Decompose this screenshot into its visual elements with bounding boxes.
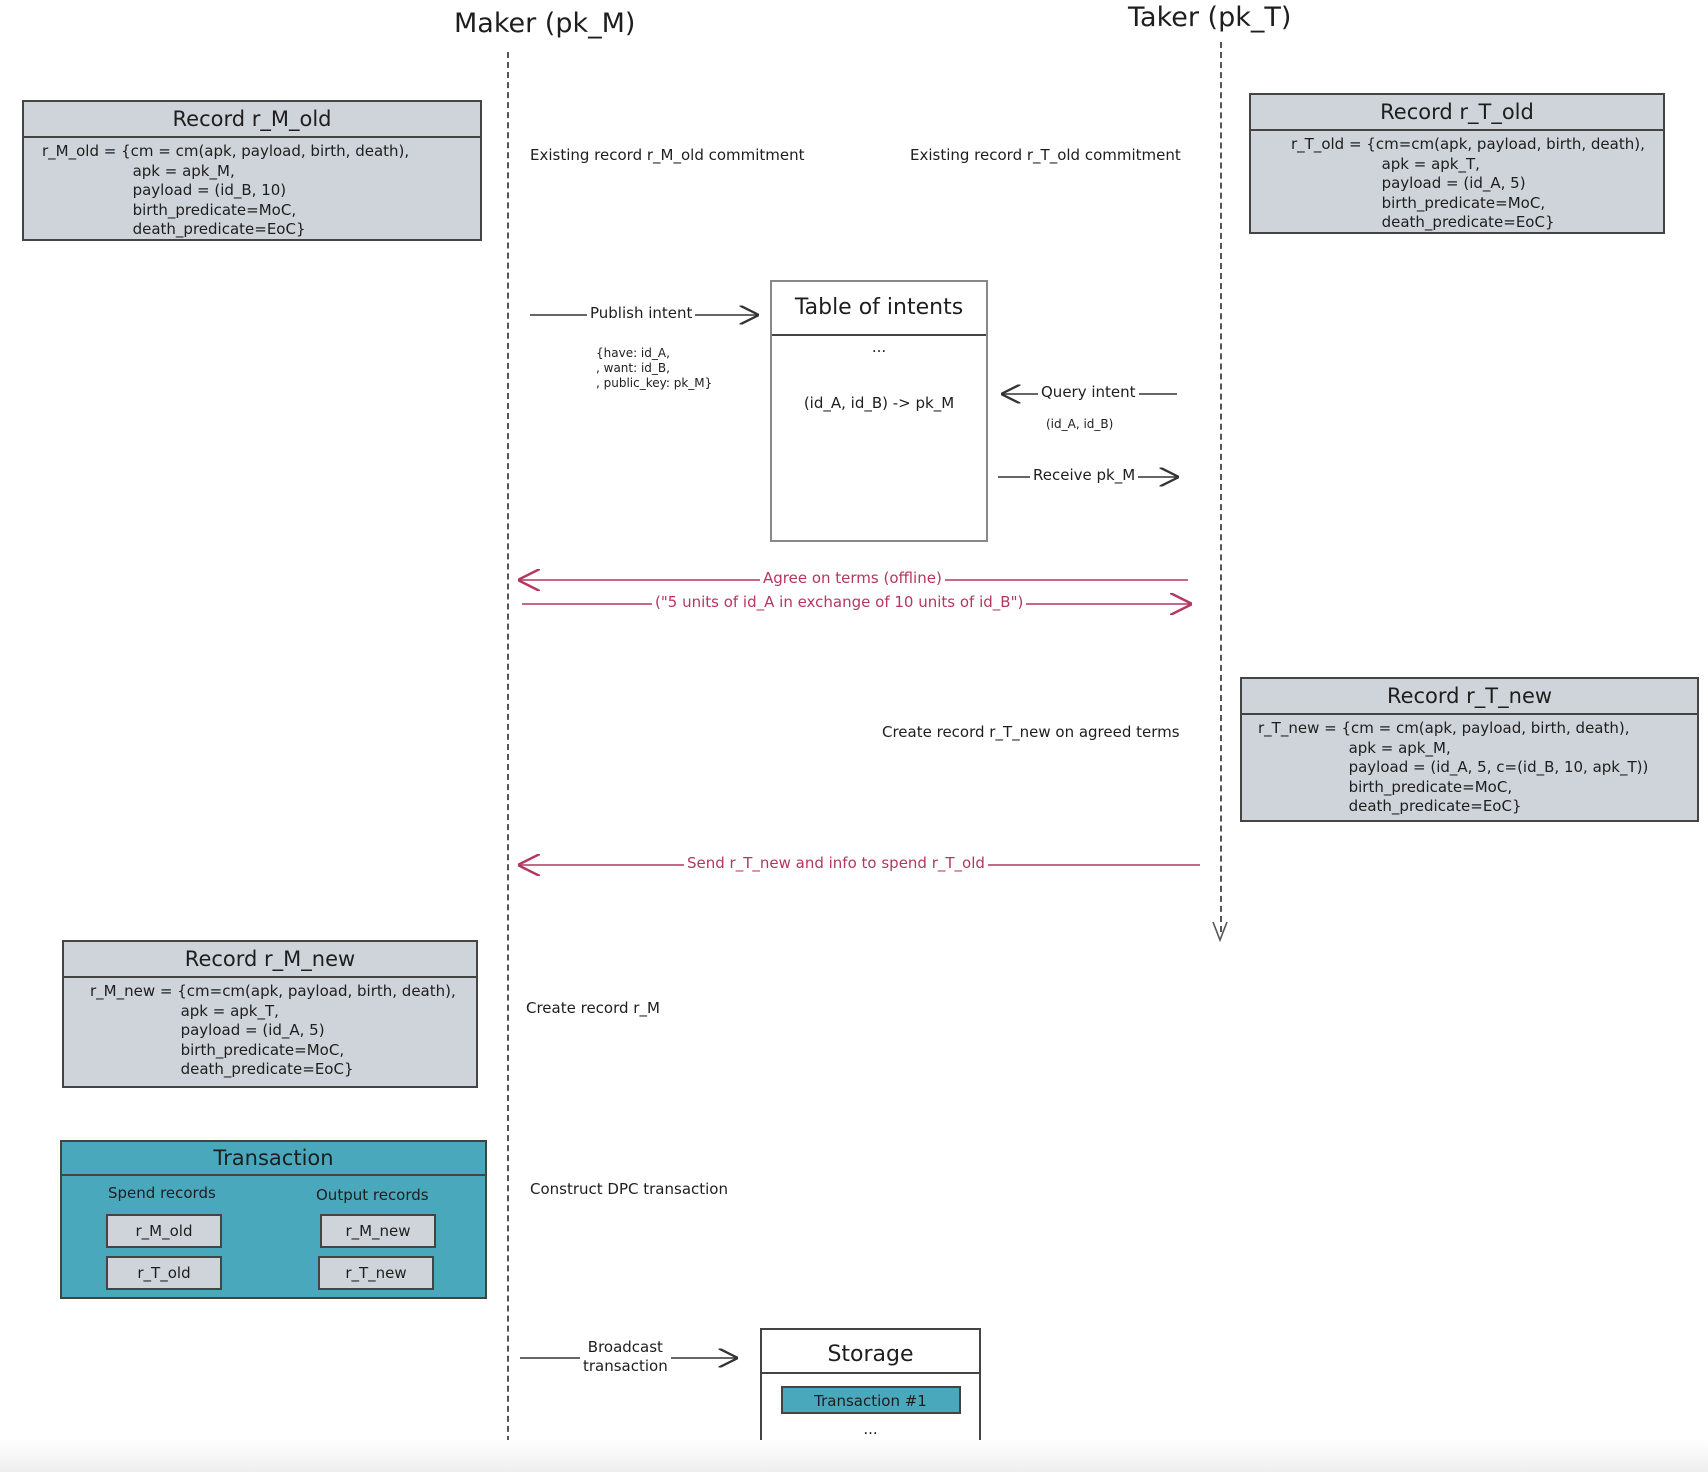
intent-entry: (id_A, id_B) -> pk_M: [803, 394, 955, 412]
output-record-chip: r_M_new: [320, 1214, 436, 1248]
record-r-m-new-box: Record r_M_new r_M_new = {cm=cm(apk, pay…: [62, 940, 478, 1088]
output-record-chip: r_T_new: [318, 1256, 434, 1290]
terms-label: ("5 units of id_A in exchange of 10 unit…: [652, 593, 1027, 611]
taker-lifeline: [1220, 42, 1222, 932]
record-r-t-old-title: Record r_T_old: [1251, 95, 1663, 131]
agree-terms-label: Agree on terms (offline): [760, 569, 945, 587]
construct-tx-note: Construct DPC transaction: [530, 1180, 728, 1198]
record-r-m-old-body: r_M_old = {cm = cm(apk, payload, birth, …: [42, 142, 410, 238]
storage-box: Storage Transaction #1 ...: [760, 1328, 981, 1458]
taker-lifeline-arrowhead: [1212, 921, 1228, 943]
record-r-m-new-title: Record r_M_new: [64, 942, 476, 978]
spend-record-chip: r_T_old: [106, 1256, 222, 1290]
transaction-title: Transaction: [62, 1142, 485, 1176]
record-r-t-new-box: Record r_T_new r_T_new = {cm = cm(apk, p…: [1240, 677, 1699, 822]
create-r-m-note: Create record r_M: [526, 999, 660, 1017]
maker-lifeline: [507, 52, 509, 1472]
record-r-t-new-title: Record r_T_new: [1242, 679, 1697, 715]
record-r-t-new-body: r_T_new = {cm = cm(apk, payload, birth, …: [1258, 719, 1649, 815]
spend-records-header: Spend records: [108, 1184, 216, 1202]
record-r-m-old-title: Record r_M_old: [24, 102, 480, 138]
publish-intent-label: Publish intent: [587, 304, 696, 322]
receive-pk-label: Receive pk_M: [1030, 466, 1139, 484]
storage-title: Storage: [762, 1330, 979, 1374]
maker-existing-note: Existing record r_M_old commitment: [530, 146, 805, 164]
record-r-m-new-body: r_M_new = {cm=cm(apk, payload, birth, de…: [90, 982, 456, 1078]
taker-existing-note: Existing record r_T_old commitment: [910, 146, 1181, 164]
broadcast-label: Broadcast transaction: [580, 1338, 671, 1376]
storage-transaction-item: Transaction #1: [780, 1386, 961, 1414]
create-r-t-new-note: Create record r_T_new on agreed terms: [882, 723, 1180, 741]
record-r-t-old-box: Record r_T_old r_T_old = {cm=cm(apk, pay…: [1249, 93, 1665, 234]
taker-lifeline-title: Taker (pk_T): [1128, 2, 1292, 33]
table-ellipsis: ...: [871, 338, 887, 356]
bottom-edge: [0, 1440, 1708, 1472]
publish-intent-payload: {have: id_A, , want: id_B, , public_key:…: [596, 346, 713, 390]
send-r-t-new-label: Send r_T_new and info to spend r_T_old: [684, 854, 988, 872]
record-r-t-old-body: r_T_old = {cm=cm(apk, payload, birth, de…: [1291, 135, 1645, 231]
table-of-intents: Table of intents ... (id_A, id_B) -> pk_…: [770, 280, 988, 542]
table-of-intents-title: Table of intents: [772, 282, 986, 336]
maker-lifeline-title: Maker (pk_M): [454, 8, 636, 39]
query-intent-payload: (id_A, id_B): [1046, 417, 1114, 431]
query-intent-label: Query intent: [1038, 383, 1139, 401]
output-records-header: Output records: [316, 1186, 429, 1204]
storage-ellipsis: ...: [863, 1420, 878, 1438]
record-r-m-old-box: Record r_M_old r_M_old = {cm = cm(apk, p…: [22, 100, 482, 241]
spend-record-chip: r_M_old: [106, 1214, 222, 1248]
transaction-box: Transaction Spend records Output records…: [60, 1140, 487, 1299]
